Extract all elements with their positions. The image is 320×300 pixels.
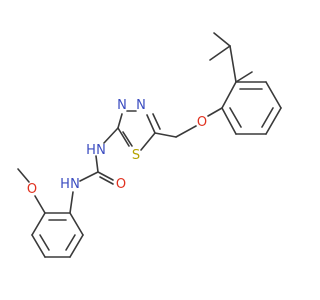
- bond: [154, 132, 177, 138]
- bond: [117, 113, 123, 129]
- atom-label-nh-upper: N: [96, 143, 106, 158]
- bond: [229, 45, 237, 83]
- bond: [207, 107, 223, 117]
- atom-label-h-upper: H: [86, 143, 96, 158]
- bond: [152, 113, 161, 130]
- bond: [117, 127, 130, 147]
- bond: [146, 114, 156, 134]
- bond: [265, 81, 282, 109]
- bond: [209, 45, 231, 61]
- atom-label-o-carbonyl: O: [116, 177, 126, 192]
- bond: [140, 132, 156, 151]
- atom-label-layer: N N S O N H N H O O: [27, 98, 207, 197]
- bond: [103, 127, 119, 144]
- bond: [229, 107, 242, 128]
- bond: [69, 191, 74, 214]
- atom-label-o-methoxy: O: [27, 182, 37, 197]
- bond: [95, 155, 99, 173]
- bond: [99, 176, 114, 185]
- bond: [213, 32, 231, 47]
- bond: [39, 234, 50, 251]
- bond: [69, 234, 84, 258]
- atom-label-nh-lower: N: [70, 177, 80, 192]
- atom-label-n-thiadiazole-3: N: [136, 98, 146, 113]
- bond: [69, 212, 84, 236]
- bond: [31, 212, 46, 236]
- bond: [122, 131, 133, 147]
- molecule-structure: N N S O N H N H O O: [17, 32, 282, 258]
- bond: [261, 107, 274, 128]
- bond-layer: [17, 32, 282, 258]
- atom-label-h-lower: H: [60, 177, 70, 192]
- bond: [65, 234, 76, 251]
- bond: [175, 125, 197, 138]
- bond: [31, 234, 46, 258]
- molecule-canvas: N N S O N H N H O O: [17, 32, 282, 258]
- bond: [79, 171, 99, 182]
- bond: [235, 71, 253, 83]
- bond: [265, 107, 282, 135]
- bond: [97, 171, 114, 181]
- bond: [221, 81, 237, 109]
- atom-label-o-ether: O: [197, 115, 207, 130]
- atom-label-s-thiadiazole: S: [132, 148, 140, 163]
- bond: [17, 168, 30, 183]
- atom-label-n-thiadiazole-4: N: [117, 98, 127, 113]
- bond: [221, 107, 237, 135]
- bond: [34, 195, 46, 214]
